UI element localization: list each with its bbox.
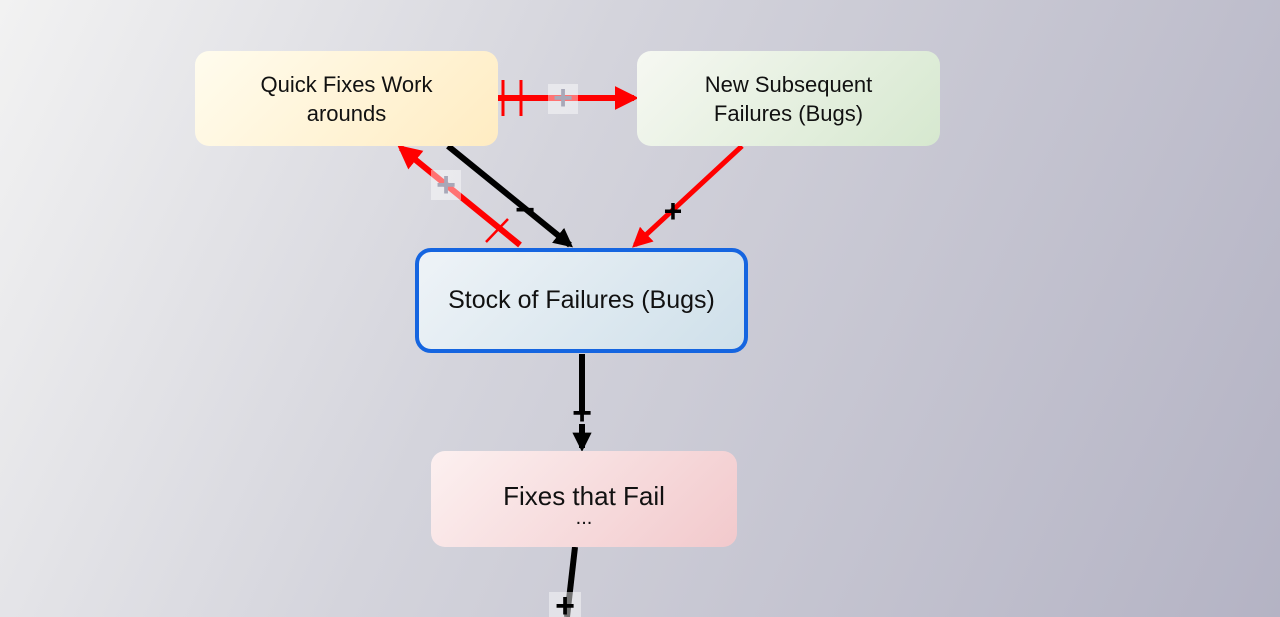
node-label: New Subsequent Failures (Bugs) — [704, 71, 873, 126]
link-quick-to-stock[interactable]: − — [446, 143, 573, 248]
delay-mark — [485, 218, 509, 243]
node-label: Fixes that Fail — [503, 481, 665, 511]
polarity-label: + — [553, 79, 573, 117]
polarity-label: − — [515, 191, 535, 229]
node-label: Quick Fixes Work arounds — [260, 71, 433, 126]
node-fixes-that-fail[interactable]: Fixes that Fail ... — [431, 451, 737, 547]
node-new-subsequent-failures[interactable]: New Subsequent Failures (Bugs) — [637, 51, 940, 146]
link-new-to-stock[interactable]: + — [632, 144, 744, 248]
polarity-label: + — [436, 166, 456, 204]
node-label: Stock of Failures (Bugs) — [448, 286, 715, 314]
link-stock-to-quick[interactable]: + — [397, 144, 522, 248]
link-quick-to-new[interactable]: + — [498, 79, 639, 117]
node-quick-fixes[interactable]: Quick Fixes Work arounds — [195, 51, 498, 146]
polarity-label: + — [555, 587, 575, 617]
polarity-label: + — [664, 193, 683, 229]
node-stock-of-failures[interactable]: Stock of Failures (Bugs) — [415, 248, 748, 353]
link-fixes-down[interactable]: + — [549, 546, 581, 617]
polarity-label: + — [572, 394, 592, 432]
link-stock-to-fixes[interactable]: + — [572, 354, 592, 452]
more-indicator[interactable]: ... — [575, 507, 593, 529]
